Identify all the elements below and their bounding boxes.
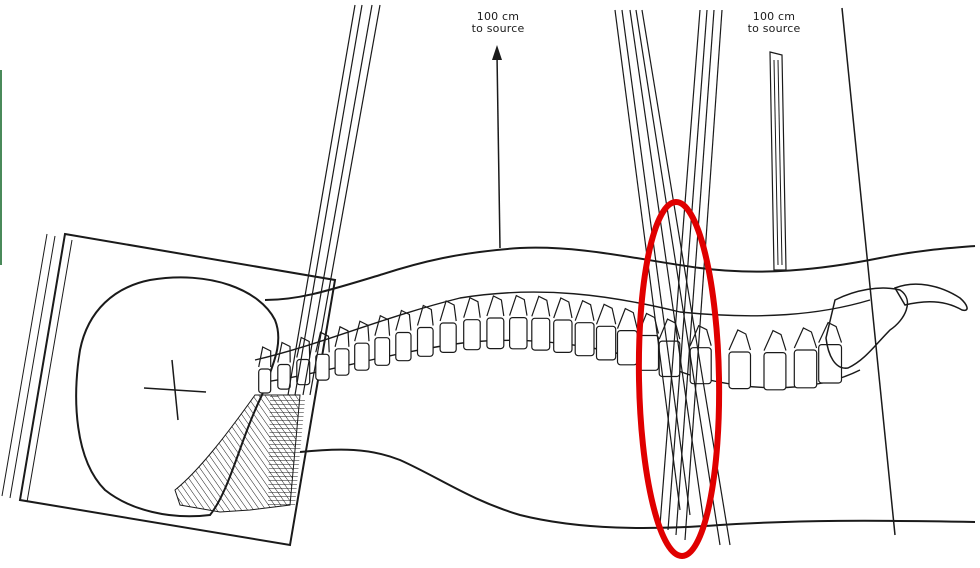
source-label-right: 100 cm to source (719, 11, 829, 35)
vertebra-spinous-process (375, 316, 390, 336)
vertebra-body (440, 323, 456, 352)
vertebra-spinous-process (690, 326, 711, 346)
vertebra-body (819, 345, 842, 383)
vertebra-spinous-process (355, 321, 369, 341)
vertebra-body (532, 318, 550, 350)
vertebra-body (375, 338, 390, 366)
vertebra-spinous-process (729, 330, 751, 350)
vertebra-spinous-process (532, 296, 550, 316)
vertebra-body (396, 333, 411, 361)
vertebra-spinous-process (464, 298, 481, 318)
vertebra-body (335, 349, 349, 375)
body-lower-contour (300, 450, 975, 528)
vertebra-body (259, 369, 271, 393)
vertebra-body (278, 365, 290, 390)
vertebra-spinous-process (597, 304, 616, 324)
vertebra-body (729, 352, 751, 389)
vertebra-spinous-process (794, 328, 816, 348)
vertebra-spinous-process (764, 331, 786, 351)
source-arrow-left (492, 45, 502, 248)
vertebra-spinous-process (335, 327, 349, 347)
lower-field-edge-line (842, 8, 895, 535)
source-label-left-line2: to source (443, 23, 553, 35)
vertebra-body (487, 318, 504, 349)
vertebra-spinous-process (618, 309, 638, 329)
vertebra-body (554, 320, 572, 352)
source-arrow-right-band (770, 52, 786, 270)
field-center-crosshair (144, 360, 206, 420)
vertebra-spinous-process (510, 296, 527, 316)
vertebra-body (418, 328, 434, 357)
vertebra-body (794, 350, 816, 388)
vertebra-body (618, 331, 638, 365)
vertebra-body (510, 318, 527, 349)
vertebra-body (764, 353, 786, 390)
vertebra-body (355, 343, 369, 370)
vertebra-spinous-process (487, 296, 504, 316)
vertebra-body (464, 320, 481, 350)
source-label-right-line2: to source (719, 23, 829, 35)
vertebra-spinous-process (575, 301, 594, 321)
vertebra-body (597, 326, 616, 360)
vertebra-spinous-process (440, 301, 456, 321)
source-label-left: 100 cm to source (443, 11, 553, 35)
vertebra-spinous-process (554, 298, 572, 318)
vertebra-spinous-process (819, 323, 842, 343)
vertebra-body (575, 323, 594, 356)
spine-vertebrae (259, 296, 842, 393)
vertebra-body (316, 354, 329, 380)
